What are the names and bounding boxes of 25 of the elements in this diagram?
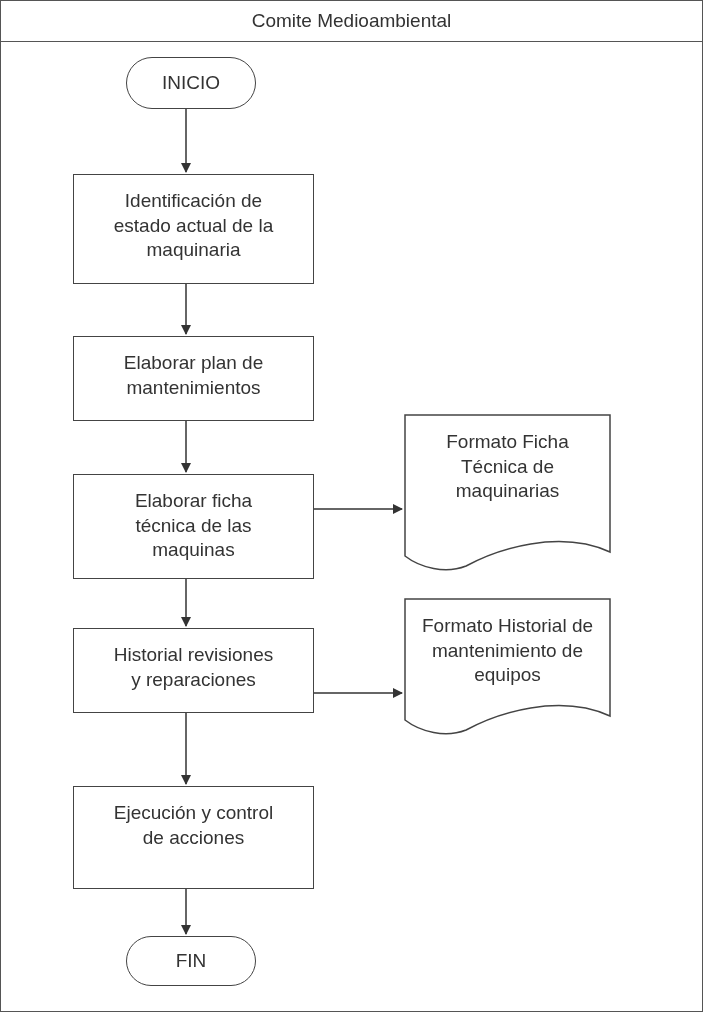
arrow — [313, 504, 403, 514]
node-label: FIN — [175, 948, 207, 973]
arrow — [181, 420, 191, 473]
terminal-shape — [126, 57, 256, 109]
node-label: Historial revisiones y reparaciones — [112, 643, 275, 692]
node-label: Ejecución y control de acciones — [112, 801, 275, 850]
arrow — [313, 688, 403, 698]
node-label: Elaborar ficha técnica de las maquinas — [133, 489, 254, 563]
arrow — [181, 283, 191, 335]
node-label: Formato Historial de mantenimiento de equipos — [420, 614, 595, 688]
lane-title: Comite Medioambiental — [251, 10, 452, 32]
arrow — [181, 712, 191, 785]
terminal-shape — [126, 936, 256, 986]
arrow — [181, 888, 191, 935]
arrow — [181, 108, 191, 173]
node-label: Elaborar plan de mantenimientos — [122, 351, 265, 400]
arrow — [181, 578, 191, 627]
node-label: INICIO — [161, 70, 221, 95]
process-box — [73, 628, 314, 713]
process-box — [73, 336, 314, 421]
node-label: Formato Ficha Técnica de maquinarias — [445, 430, 570, 504]
process-box — [73, 174, 314, 284]
process-box — [73, 474, 314, 579]
node-label: Identificación de estado actual de la maquinaria — [112, 189, 275, 263]
process-box — [73, 786, 314, 889]
